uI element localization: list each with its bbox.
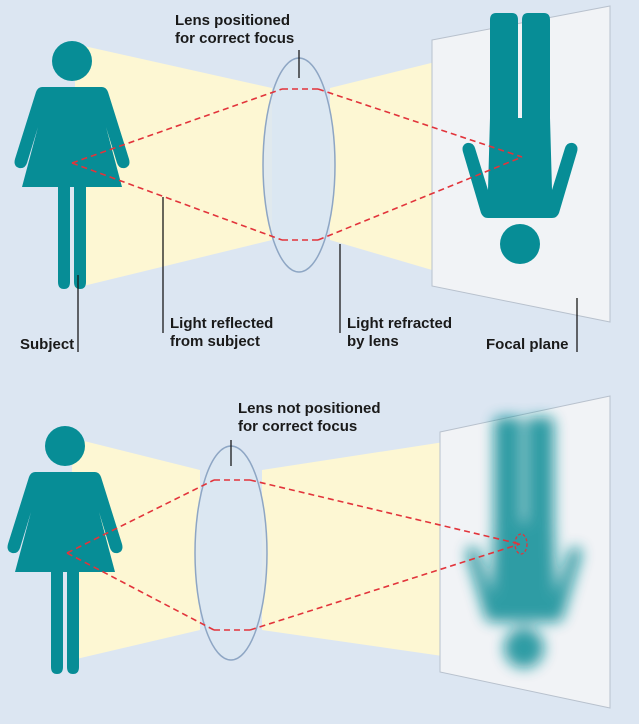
lens-caption-top-line2: for correct focus [175, 30, 294, 48]
lens [263, 58, 335, 272]
lens-2 [195, 446, 267, 660]
lens-caption-top: Lens positioned for correct focus [175, 12, 294, 48]
light-refracted-label: Light refracted by lens [347, 315, 452, 351]
light-refracted-line2: by lens [347, 333, 452, 351]
lens-caption-bottom-line2: for correct focus [238, 418, 381, 436]
bottom-panel [8, 396, 611, 708]
subject-label: Subject [20, 336, 74, 354]
focal-plane-label: Focal plane [486, 336, 569, 354]
light-reflected-line1: Light reflected [170, 315, 273, 333]
light-refracted-line1: Light refracted [347, 315, 452, 333]
light-reflected-line2: from subject [170, 333, 273, 351]
lens-caption-bottom-line1: Lens not positioned [238, 400, 381, 418]
light-beam-lens-to-plane-2 [262, 438, 470, 660]
light-reflected-label: Light reflected from subject [170, 315, 273, 351]
top-panel [15, 6, 611, 352]
lens-caption-bottom: Lens not positioned for correct focus [238, 400, 381, 436]
lens-caption-top-line1: Lens positioned [175, 12, 294, 30]
